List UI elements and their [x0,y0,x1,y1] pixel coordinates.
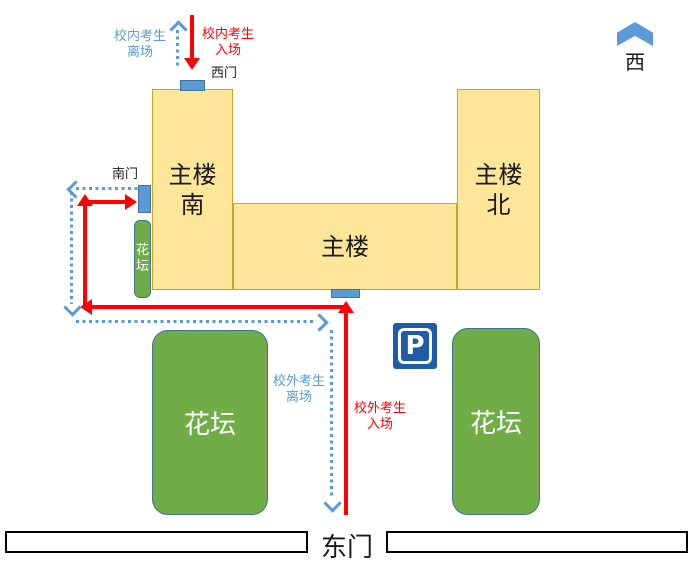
parking-sign-label: P [405,331,425,361]
flower-bed-small: 花 坛 [134,220,151,298]
flower-bed-left: 花坛 [152,330,268,515]
route-outside-leave-line-h1 [76,187,140,190]
route-inside-leave-arrowhead [169,20,188,39]
west-gate-door [180,80,205,91]
flower-bed-right-label: 花坛 [469,409,522,439]
building-main: 主楼 [233,203,457,290]
flower-bed-left-label: 花坛 [183,410,236,440]
main-hall-door [331,289,360,298]
route-outside-leave-label: 校外考生 离场 [272,374,325,405]
route-outside-leave-arrowhead-right [310,313,329,332]
building-main-north: 主楼 北 [457,89,540,290]
south-gate-door [138,185,151,213]
east-wall-right [386,531,688,553]
route-outside-leave-arrowhead-down2 [323,494,342,513]
west-gate-label: 西门 [211,66,238,81]
parking-sign-frame: P [398,328,432,364]
flower-bed-small-label: 花 坛 [135,243,149,274]
route-outside-leave-arrowhead-down1 [63,298,82,317]
south-gate-label: 南门 [112,167,139,182]
route-outside-enter-line-v2 [83,202,87,309]
route-outside-leave-line-h2 [76,320,314,323]
building-main-north-label: 主楼 北 [474,160,523,219]
building-main-south-label: 主楼 南 [168,160,217,219]
compass-label: 西 [625,50,645,74]
route-outside-leave-line-v2 [330,330,333,498]
route-inside-enter-label: 校内考生 入场 [201,27,254,58]
route-inside-leave-label: 校内考生 离场 [113,29,166,60]
compass-chevron-icon [617,22,653,46]
building-main-label: 主楼 [321,232,369,261]
route-inside-leave-line [176,30,179,66]
route-outside-enter-line-h2 [85,200,127,204]
flower-bed-right: 花坛 [452,328,540,515]
route-outside-enter-label: 校外考生 入场 [353,401,406,432]
route-outside-leave-line-v1 [70,192,73,304]
route-inside-enter-arrowhead [184,58,200,70]
route-outside-enter-line-v [344,310,348,515]
route-outside-enter-arrowhead-right [125,194,137,210]
route-outside-enter-line-h [90,305,348,309]
parking-sign: P [393,323,437,369]
east-gate-label: 东门 [320,533,373,563]
building-main-south: 主楼 南 [152,89,233,290]
east-wall-left [5,531,308,553]
route-inside-enter-line [190,15,194,61]
